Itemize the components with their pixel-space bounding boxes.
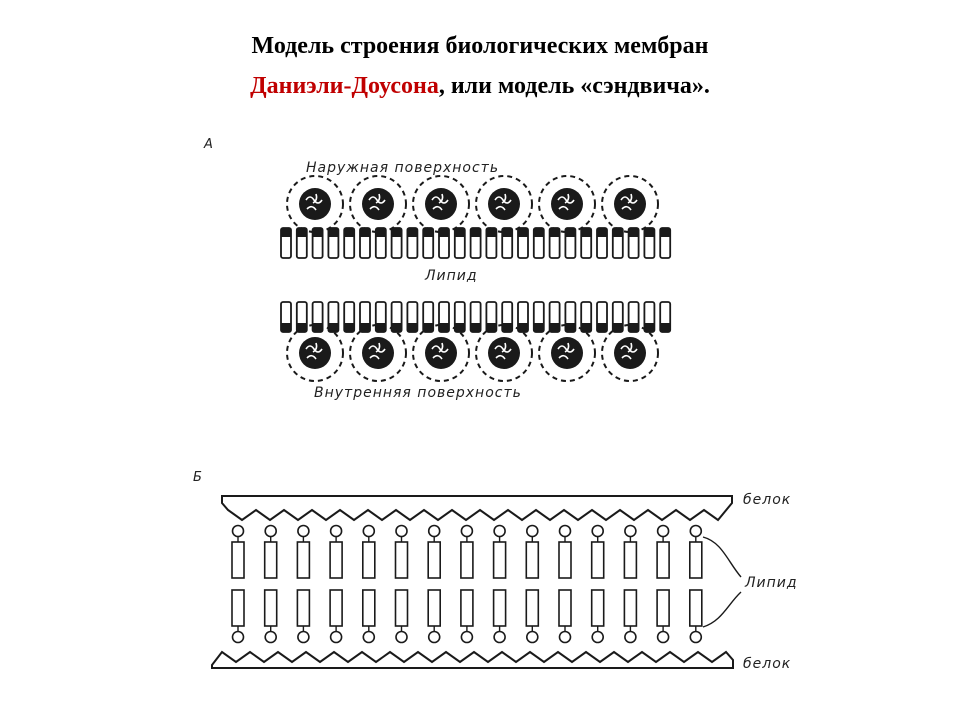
- lipid-molecule: [374, 301, 387, 333]
- lipid-molecule: [406, 227, 419, 259]
- panel-b-letter: Б: [193, 470, 202, 485]
- panel-b: Б белок Липид белок: [193, 470, 798, 672]
- protein-globule: [601, 324, 659, 382]
- lipid-molecule: [427, 524, 442, 644]
- lipid-molecule: [295, 227, 308, 259]
- title-name-red: Даниэли-Доусона: [250, 73, 439, 99]
- lipid-molecule: [327, 227, 340, 259]
- lipid-molecule: [492, 524, 507, 644]
- protein-globule: [412, 175, 470, 233]
- lipid-molecule: [343, 301, 356, 333]
- lipid-molecule: [280, 301, 292, 333]
- title-line-2: Даниэли-Доусона, или модель «сэндвича».: [0, 66, 960, 106]
- lipid-molecule: [525, 524, 540, 644]
- lipid-molecule: [596, 301, 608, 333]
- lipid-molecule: [623, 524, 638, 644]
- panel-a-letter: А: [203, 137, 213, 152]
- lipid-molecule: [394, 524, 409, 644]
- lipid-molecule: [564, 301, 577, 333]
- lipid-molecule: [517, 227, 529, 259]
- lipid-molecule: [532, 227, 545, 259]
- lipid-molecule: [532, 301, 545, 333]
- lipid-label-a: Липид: [424, 268, 478, 284]
- protein-globule: [286, 324, 344, 382]
- lipid-molecule: [580, 301, 593, 333]
- lipid-molecule: [548, 227, 561, 259]
- lipid-molecule: [564, 227, 577, 259]
- lipid-molecule: [438, 301, 450, 333]
- protein-label-bottom: белок: [743, 656, 791, 672]
- top-protein-layer: [221, 495, 733, 522]
- lipid-molecule: [580, 227, 593, 259]
- lipid-molecule: [469, 301, 482, 333]
- lipid-molecule: [406, 301, 419, 333]
- lipid-molecule: [460, 524, 474, 644]
- title-block: Модель строения биологических мембран Да…: [0, 26, 960, 106]
- protein-globule: [349, 324, 407, 382]
- outer-surface-label: Наружная поверхность: [306, 160, 499, 176]
- lipid-molecule: [469, 227, 482, 259]
- lipid-molecule: [390, 227, 403, 259]
- lipid-label-b: Липид: [744, 575, 798, 591]
- leader-line-lower: [702, 591, 742, 628]
- lipid-molecule: [501, 227, 514, 259]
- lipid-molecule: [311, 227, 324, 259]
- lipid-molecule: [643, 227, 656, 259]
- protein-globule: [475, 175, 533, 233]
- lipid-molecule: [453, 227, 466, 259]
- protein-globule: [286, 175, 344, 233]
- protein-globule: [601, 175, 659, 233]
- bilayer-lipid-rows: [231, 524, 703, 644]
- lipid-molecule: [659, 301, 672, 333]
- title-name-rest: , или модель «сэндвича».: [438, 73, 710, 99]
- protein-globule: [412, 324, 470, 382]
- lipid-molecule: [361, 524, 376, 644]
- protein-globule: [349, 175, 407, 233]
- lipid-molecule: [390, 301, 403, 333]
- lipid-molecule: [422, 227, 435, 259]
- panel-a: А Наружная поверхность Липид Внутренняя …: [203, 137, 672, 401]
- lipid-molecule: [517, 301, 529, 333]
- lipid-molecule: [627, 301, 640, 333]
- lipid-molecule: [453, 301, 466, 333]
- lipid-molecule: [643, 301, 656, 333]
- lipid-molecule: [656, 524, 670, 644]
- lipid-molecule: [501, 301, 514, 333]
- lipid-molecule: [596, 227, 608, 259]
- protein-globule: [538, 175, 596, 233]
- lipid-molecule: [659, 227, 672, 259]
- lipid-molecule: [280, 227, 292, 259]
- inner-lipid-row: [280, 301, 672, 333]
- outer-protein-row: [286, 175, 659, 233]
- outer-lipid-row: [280, 227, 672, 259]
- inner-protein-row: [286, 324, 659, 382]
- lipid-molecule: [688, 524, 703, 644]
- lipid-molecule: [296, 524, 311, 644]
- lipid-molecule: [590, 524, 605, 644]
- lipid-molecule: [558, 524, 572, 644]
- leader-line-upper: [702, 536, 742, 578]
- lipid-molecule: [343, 227, 356, 259]
- title-line-1: Модель строения биологических мембран: [251, 33, 709, 59]
- lipid-molecule: [329, 524, 343, 644]
- protein-globule: [475, 324, 533, 382]
- bottom-protein-layer: [211, 650, 734, 669]
- lipid-molecule: [231, 524, 245, 644]
- lipid-molecule: [485, 227, 498, 259]
- lipid-molecule: [627, 227, 640, 259]
- lipid-molecule: [327, 301, 340, 333]
- lipid-molecule: [611, 227, 624, 259]
- lipid-molecule: [359, 227, 371, 259]
- protein-label-top: белок: [743, 492, 791, 508]
- protein-globule: [538, 324, 596, 382]
- lipid-molecule: [311, 301, 324, 333]
- lipid-molecule: [374, 227, 387, 259]
- inner-surface-label: Внутренняя поверхность: [314, 385, 522, 401]
- lipid-molecule: [263, 524, 278, 644]
- lipid-molecule: [438, 227, 450, 259]
